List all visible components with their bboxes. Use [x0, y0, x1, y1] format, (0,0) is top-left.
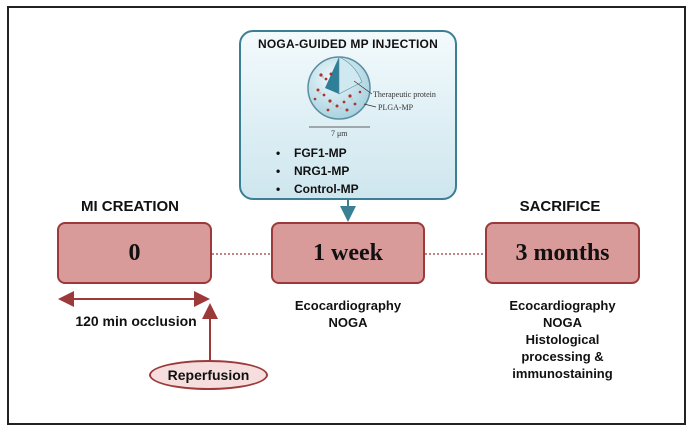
mp-item-fgf1: FGF1-MP [276, 144, 359, 162]
mp-leader-line [363, 103, 377, 108]
sacrifice-note-2: NOGA [543, 315, 582, 330]
cutaway-icon [338, 56, 363, 95]
sacrifice-note-1: Ecocardiography [509, 298, 616, 313]
protein-wedge-icon [325, 57, 339, 94]
mp-item-nrg1: NRG1-MP [276, 162, 359, 180]
sacrifice-note-5: immunostaining [512, 366, 613, 381]
carrier-dots-icon [318, 75, 354, 110]
injection-title: NOGA-GUIDED MP INJECTION [258, 37, 438, 51]
week1-notes: Ecocardiography NOGA [271, 297, 425, 331]
mp-label: PLGA-MP [378, 103, 414, 112]
timepoint-box-1-week: 1 week [271, 222, 425, 284]
protein-dots-icon [313, 72, 362, 112]
stage-header-mi-creation: MI CREATION [80, 198, 180, 215]
scale-label: 7 μm [331, 129, 348, 138]
mp-list: FGF1-MP NRG1-MP Control-MP [276, 144, 359, 198]
sacrifice-note-3: Histological [525, 332, 600, 347]
protein-leader-line [353, 80, 373, 95]
timepoint-box-3-months: 3 months [485, 222, 640, 284]
sacrifice-note-4: processing & [521, 349, 604, 364]
sacrifice-notes: Ecocardiography NOGA Histological proces… [485, 297, 640, 382]
reperfusion-ellipse: Reperfusion [149, 360, 268, 390]
timepoint-box-0: 0 [57, 222, 212, 284]
outer-frame [7, 6, 686, 425]
stage-header-sacrifice: SACRIFICE [519, 198, 601, 215]
protein-label: Therapeutic protein [373, 90, 436, 99]
week1-note-2: NOGA [328, 315, 368, 330]
mp-item-control: Control-MP [276, 180, 359, 198]
week1-note-1: Ecocardiography [294, 298, 402, 313]
occlusion-label: 120 min occlusion [75, 313, 197, 329]
